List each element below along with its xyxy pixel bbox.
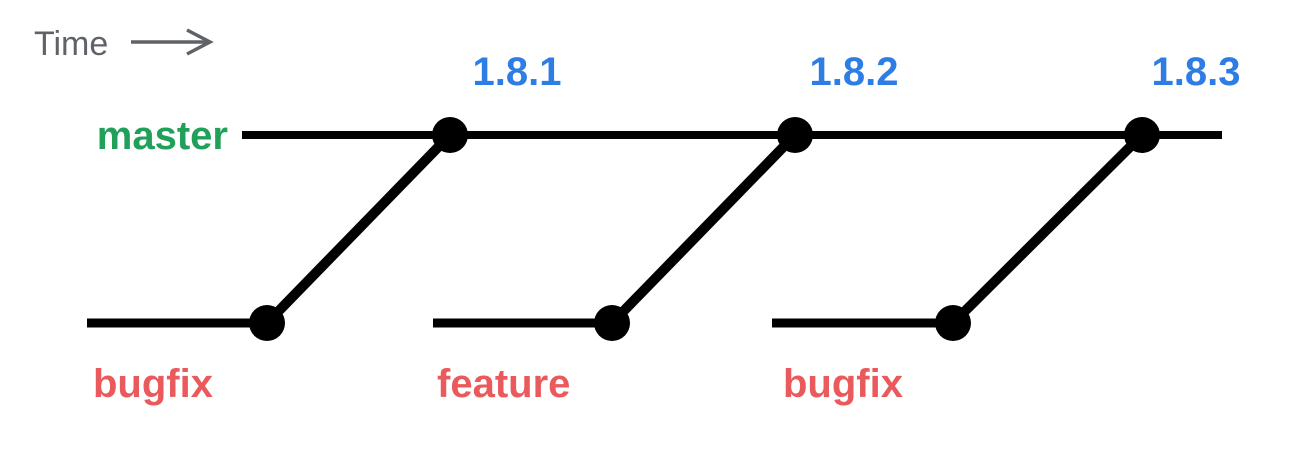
right-arrow-head-icon <box>186 28 214 56</box>
branch-label-bugfix-1: bugfix <box>93 362 213 406</box>
commit-dot-master-3 <box>1124 117 1160 153</box>
master-branch-label: master <box>97 114 228 158</box>
commit-dot-feature <box>594 305 630 341</box>
time-axis-label: Time <box>34 25 108 63</box>
commit-dot-bugfix-2 <box>935 305 971 341</box>
commit-dot-bugfix-1 <box>249 305 285 341</box>
time-axis: Time <box>34 25 214 63</box>
branch-label-feature: feature <box>437 362 570 406</box>
commit-dot-master-1 <box>432 117 468 153</box>
release-tag-1-8-1: 1.8.1 <box>473 50 562 94</box>
release-tag-1-8-3: 1.8.3 <box>1152 50 1241 94</box>
release-tag-1-8-2: 1.8.2 <box>810 50 899 94</box>
merge-line-bugfix-1 <box>263 131 454 327</box>
merge-line-feature <box>608 131 799 327</box>
merge-line-bugfix-2 <box>949 131 1146 327</box>
commit-dot-master-2 <box>777 117 813 153</box>
branch-label-bugfix-2: bugfix <box>783 362 903 406</box>
